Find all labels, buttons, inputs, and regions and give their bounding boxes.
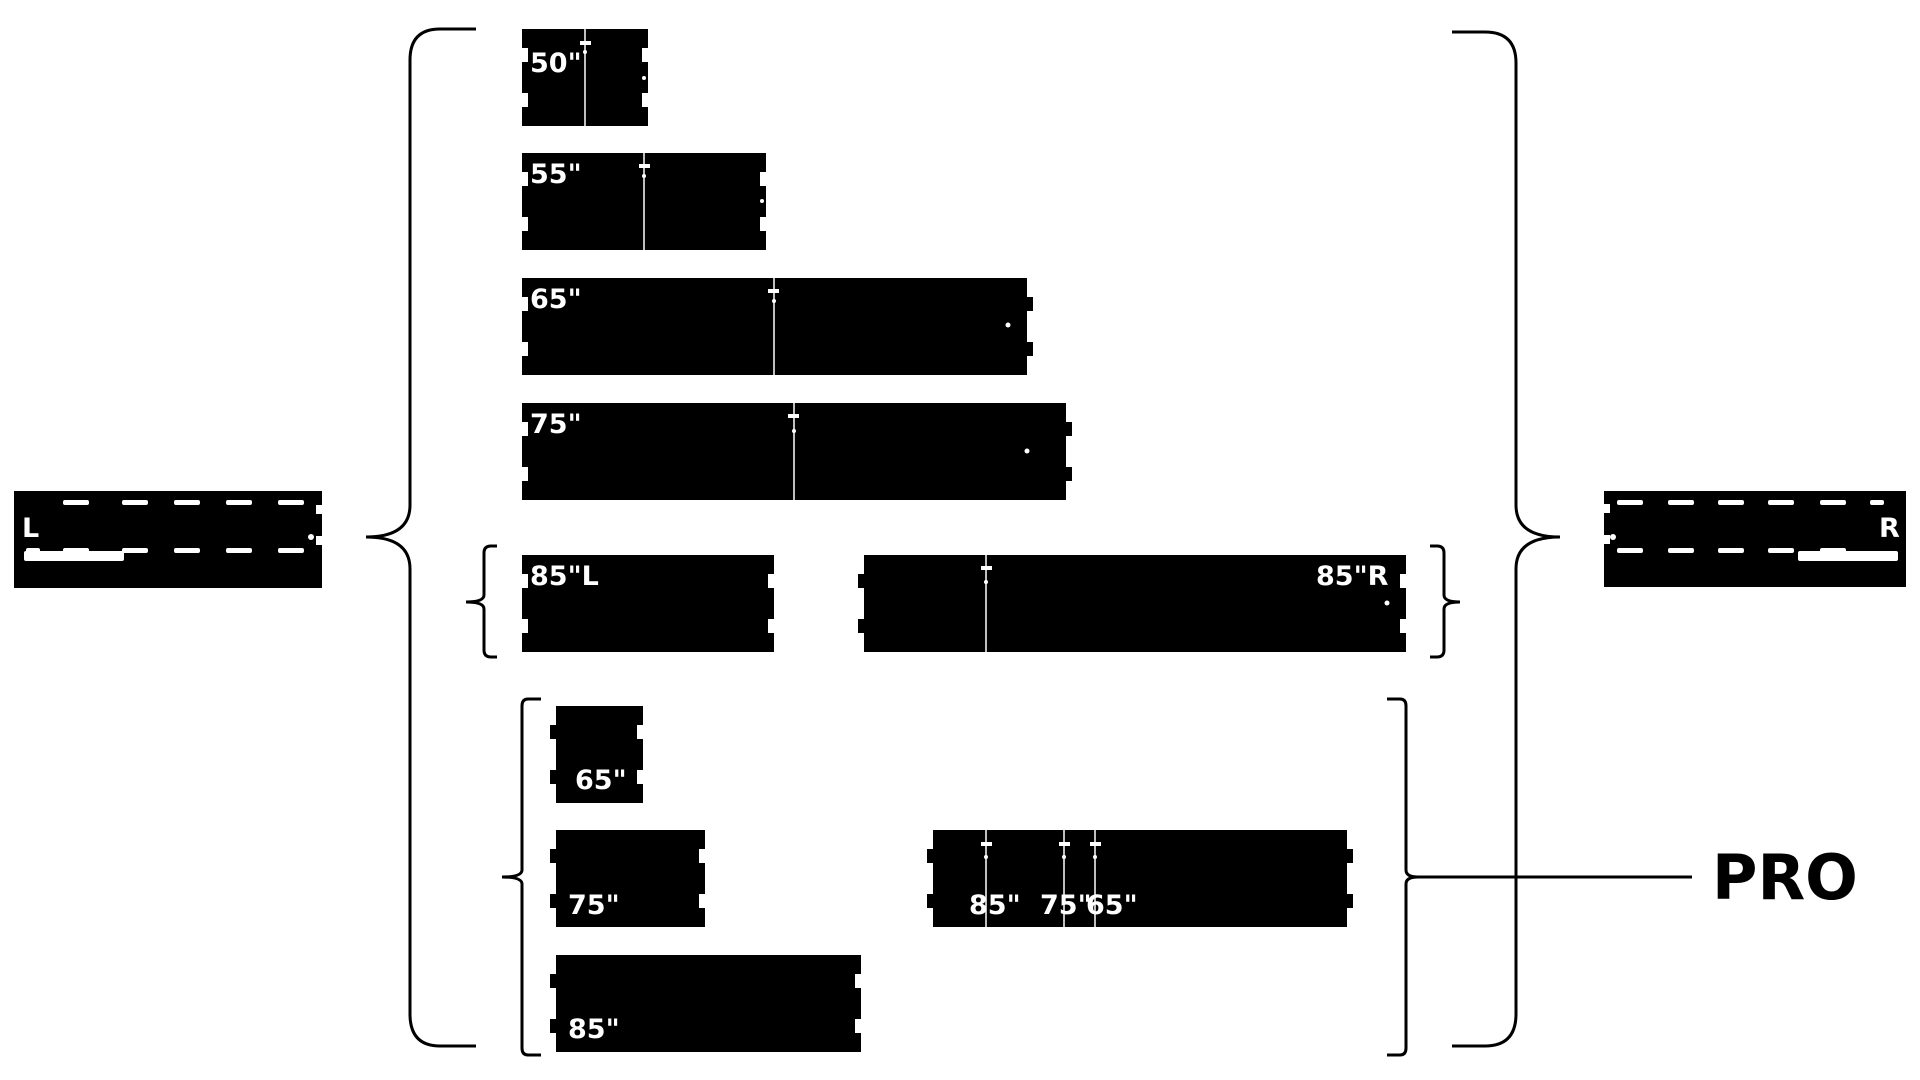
plate-85-left: 85"L [522, 555, 774, 652]
right-end-bracket: R [1604, 491, 1906, 587]
pro-plate-85: 85" [550, 955, 861, 1052]
outer-right-brace [1452, 30, 1561, 1048]
plate-label-55: 55" [530, 159, 582, 190]
left-bracket-letter: L [22, 513, 39, 544]
pro-right-bracket [1387, 697, 1419, 1057]
plate-65: 65" [522, 278, 1033, 375]
pro-left-bracket [501, 697, 541, 1057]
pro-multi-label-75: 75" [1040, 890, 1092, 921]
pro-plate-label-75: 75" [568, 890, 620, 921]
pro-plate-label-85: 85" [568, 1014, 620, 1045]
plate-label-65: 65" [530, 284, 582, 315]
pro-multi-label-65: 65" [1086, 890, 1138, 921]
pro-plate-label-65: 65" [575, 765, 627, 796]
pro-multi-size-plate: 85" 75" 65" [927, 830, 1353, 927]
plate-50: 50" [522, 29, 648, 126]
split-85-left-brace [465, 544, 497, 659]
pro-multi-label-85: 85" [969, 890, 1021, 921]
plate-label-75: 75" [530, 409, 582, 440]
plate-85-right: 85"R [858, 555, 1406, 652]
right-bracket-letter: R [1879, 513, 1900, 544]
plate-label-85-right: 85"R [1316, 561, 1389, 592]
plate-55: 55" [522, 153, 766, 250]
left-end-bracket: L [14, 491, 322, 588]
split-85-right-brace [1430, 544, 1461, 659]
pro-label: PRO [1712, 841, 1858, 914]
plate-label-50: 50" [530, 48, 582, 79]
outer-left-brace [365, 27, 476, 1048]
pro-plate-65: 65" [550, 706, 643, 803]
pro-plate-75: 75" [550, 830, 705, 927]
plate-label-85-left: 85"L [530, 561, 599, 592]
plate-75: 75" [522, 403, 1072, 500]
